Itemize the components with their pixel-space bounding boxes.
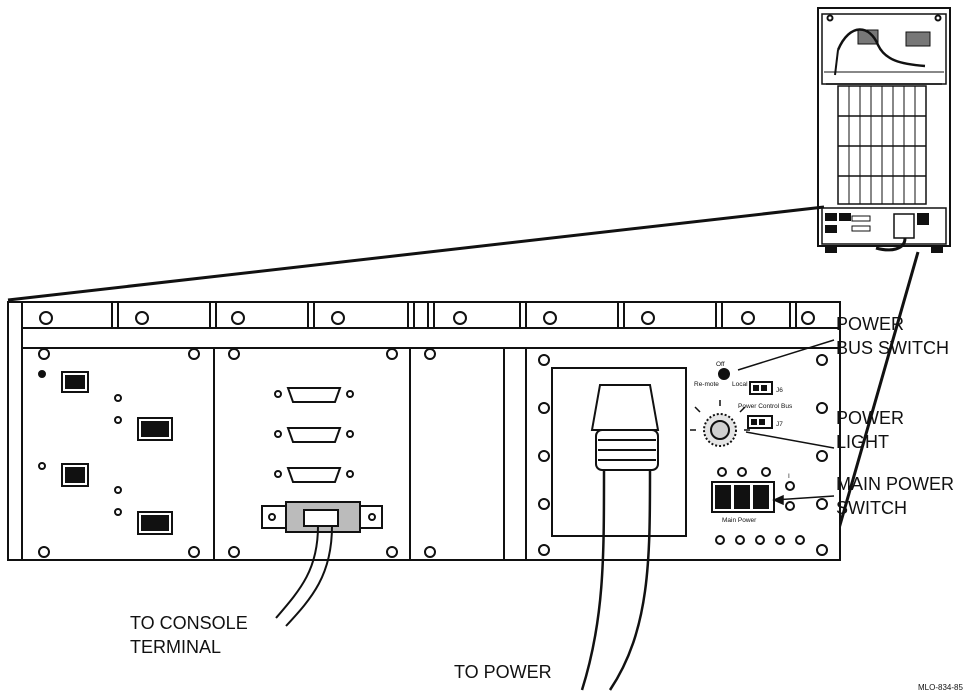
main-power-label: Main Power (722, 517, 757, 524)
j7-label: J7 (776, 421, 783, 428)
off-label: Off (716, 361, 725, 368)
power-bus-switch-callout-line1: POWER (836, 314, 904, 334)
power-bus-switch-callout-line2: BUS SWITCH (836, 338, 949, 358)
power-light-callout-line2: LIGHT (836, 432, 889, 452)
figure-id: MLO-834-85 (918, 683, 963, 692)
main-power-switch-callout-line2: SWITCH (836, 498, 907, 518)
callout-leader-lines (737, 339, 835, 506)
local-label: Local (732, 381, 748, 388)
console-terminal-cable (275, 525, 333, 627)
system-cabinet-rear-view (817, 7, 951, 253)
remote-label: Re-mote (694, 381, 719, 388)
to-console-terminal-callout-line1: TO CONSOLE (130, 613, 248, 633)
ac-power-cable (580, 384, 660, 691)
power-control-bus-label: Power Control Bus (738, 403, 793, 410)
power-light-callout-line1: POWER (836, 408, 904, 428)
to-power-callout: TO POWER (454, 662, 552, 682)
main-power-switch-callout-line1: MAIN POWER (836, 474, 954, 494)
console-connector-module (261, 387, 383, 533)
to-console-terminal-callout-line2: TERMINAL (130, 637, 221, 657)
zoom-perspective-lines (7, 205, 920, 561)
on-mark-label: I (788, 473, 790, 480)
communication-ports-module (38, 370, 173, 535)
j6-label: J6 (776, 387, 783, 394)
